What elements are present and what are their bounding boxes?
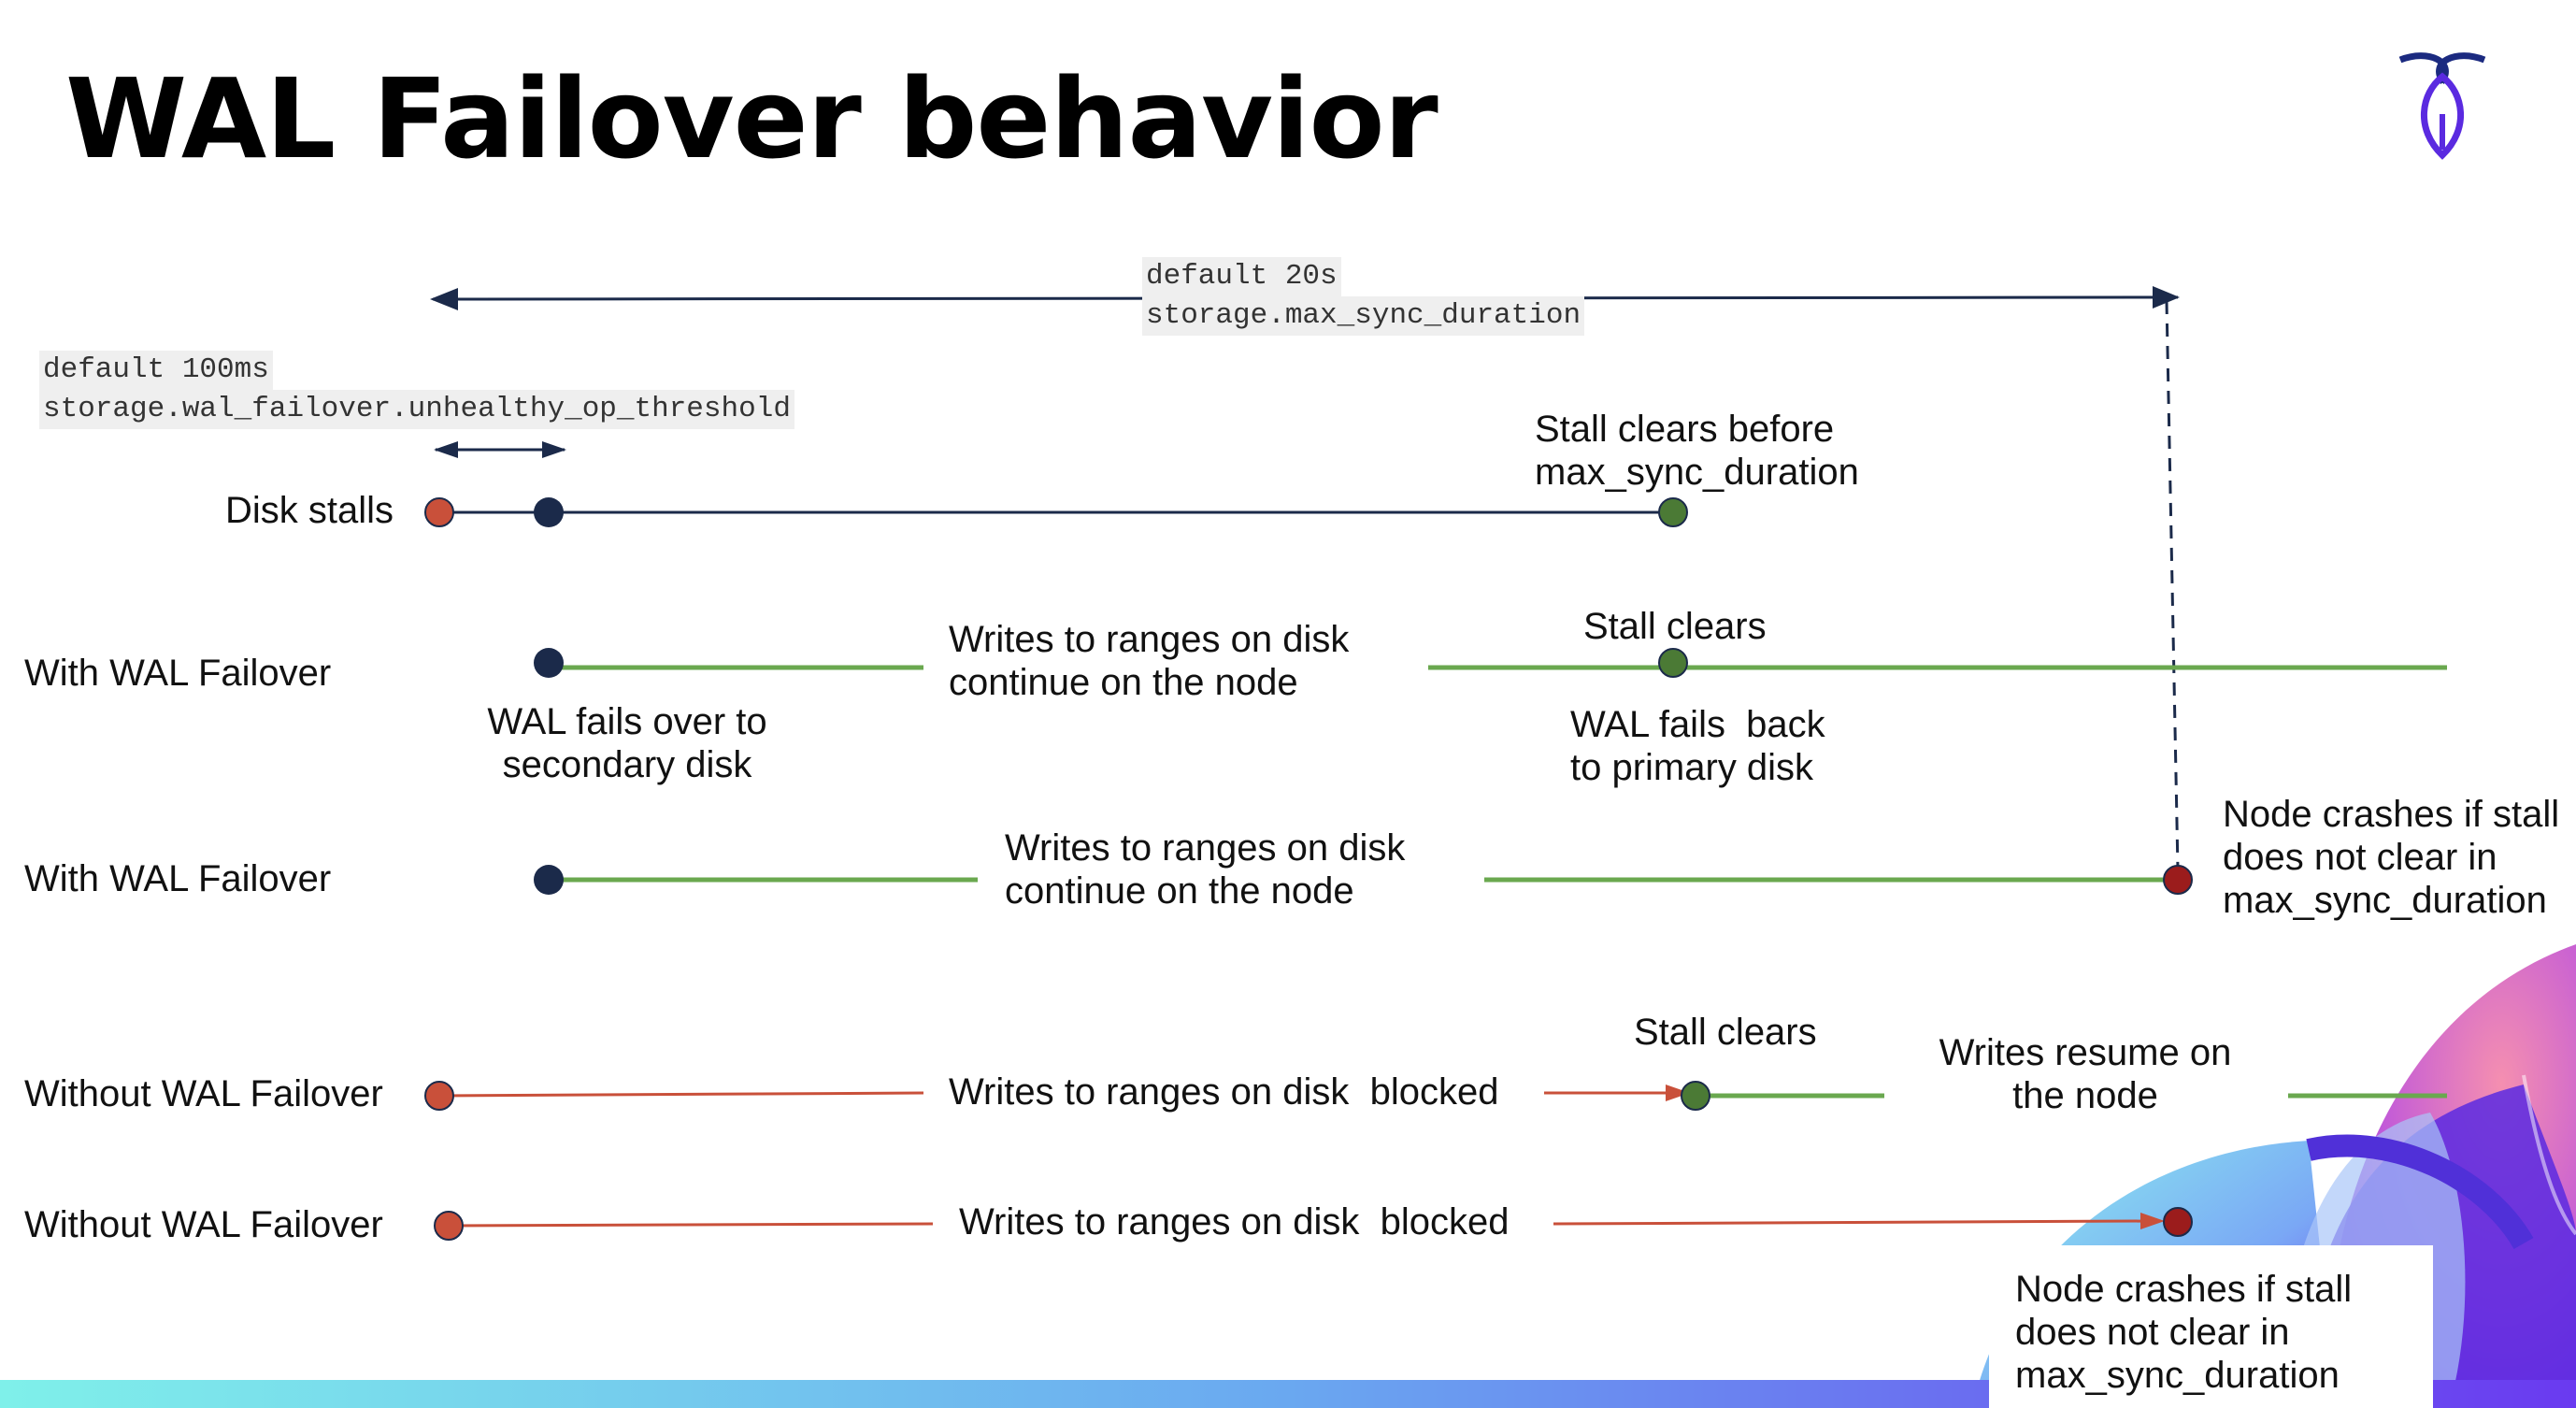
stall-clear-dot bbox=[1658, 497, 1688, 527]
stall-clear-note: Stall clears before max_sync_duration bbox=[1535, 408, 1859, 494]
no-failover-stall-clears: Stall clears bbox=[1634, 1012, 1817, 1053]
failover-over-line1: WAL fails over to bbox=[487, 701, 767, 742]
failover2-writes-note: Writes to ranges on disk continue on the… bbox=[1005, 826, 1405, 912]
no-failover-start-dot bbox=[424, 1081, 454, 1111]
failback-line2: to primary disk bbox=[1570, 747, 1814, 788]
threshold-dot bbox=[534, 497, 564, 527]
blocked2-arrow-line bbox=[1553, 1219, 2151, 1226]
no-failover2-start-dot bbox=[434, 1211, 464, 1241]
failback-line1: WAL fails back bbox=[1570, 704, 1825, 745]
threshold-left-arrowhead bbox=[434, 441, 458, 458]
page-title: WAL Failover behavior bbox=[65, 54, 1438, 183]
max-sync-dashed-drop bbox=[2165, 300, 2180, 870]
crash-note-with-failover-line1: Node crashes if stall bbox=[2223, 794, 2560, 835]
crash-note-without-failover-line1: Node crashes if stall bbox=[2015, 1269, 2353, 1310]
crash-note-with-failover-line3: max_sync_duration bbox=[2223, 880, 2547, 921]
row-label-without-failover-1: Without WAL Failover bbox=[24, 1073, 383, 1114]
failover-over-note: WAL fails over to secondary disk bbox=[467, 700, 787, 786]
blocked2-arrowhead bbox=[2140, 1213, 2165, 1229]
crash-dot-with-failover bbox=[2163, 865, 2193, 895]
failover2-start-dot bbox=[534, 865, 564, 895]
failover2-writes-line2: continue on the node bbox=[1005, 870, 1354, 912]
failback-note: WAL fails back to primary disk bbox=[1570, 703, 1825, 789]
row-label-with-failover-1: With WAL Failover bbox=[24, 653, 332, 694]
stall-start-dot bbox=[424, 497, 454, 527]
logo-icon bbox=[2398, 52, 2486, 160]
no-failover-clear-dot bbox=[1681, 1081, 1710, 1111]
crash-note-without-failover: Node crashes if stall does not clear in … bbox=[2015, 1268, 2352, 1397]
blocked-line-a bbox=[438, 1091, 924, 1098]
row-label-without-failover-2: Without WAL Failover bbox=[24, 1204, 383, 1245]
threshold-right-arrowhead bbox=[542, 441, 566, 458]
crash-note-with-failover: Node crashes if stall does not clear in … bbox=[2223, 793, 2559, 922]
failover2-writes-line1: Writes to ranges on disk bbox=[1005, 827, 1406, 869]
stall-clear-note-line2: max_sync_duration bbox=[1535, 452, 1859, 493]
row-label-disk-stalls: Disk stalls bbox=[225, 490, 394, 531]
crash-note-without-failover-line3: max_sync_duration bbox=[2015, 1355, 2340, 1396]
stall-clear-note-line1: Stall clears before bbox=[1535, 409, 1835, 450]
max-sync-setting: storage.max_sync_duration bbox=[1142, 296, 1585, 336]
resume-line2: the node bbox=[2012, 1075, 2158, 1116]
failover-stall-clears: Stall clears bbox=[1583, 606, 1767, 647]
failback-dot bbox=[1658, 648, 1688, 678]
unhealthy-setting: storage.wal_failover.unhealthy_op_thresh… bbox=[39, 390, 794, 429]
resume-note: Writes resume on the node bbox=[1935, 1031, 2236, 1117]
blocked-arrowhead bbox=[1666, 1085, 1690, 1101]
crash-note-without-failover-line2: does not clear in bbox=[2015, 1312, 2290, 1353]
failover-over-line2: secondary disk bbox=[502, 744, 752, 785]
max-sync-right-arrowhead bbox=[2153, 286, 2180, 309]
crash-note-backdrop bbox=[1989, 1245, 2433, 1408]
blocked-note: Writes to ranges on disk blocked bbox=[949, 1071, 1499, 1113]
blocked2-note: Writes to ranges on disk blocked bbox=[959, 1201, 1510, 1243]
crash-note-with-failover-line2: does not clear in bbox=[2223, 837, 2497, 878]
resume-line1: Writes resume on bbox=[1939, 1032, 2232, 1073]
failover-writes-line2: continue on the node bbox=[949, 662, 1298, 703]
row-label-with-failover-2: With WAL Failover bbox=[24, 858, 332, 899]
max-sync-left-arrowhead bbox=[430, 288, 458, 310]
max-sync-default: default 20s bbox=[1142, 257, 1341, 296]
failover-writes-line1: Writes to ranges on disk bbox=[949, 619, 1350, 660]
failover-writes-note: Writes to ranges on disk continue on the… bbox=[949, 618, 1349, 704]
unhealthy-default: default 100ms bbox=[39, 351, 273, 390]
crash-dot-without-failover bbox=[2163, 1207, 2193, 1237]
blocked2-line-a bbox=[448, 1222, 934, 1228]
failover-start-dot bbox=[534, 648, 564, 678]
